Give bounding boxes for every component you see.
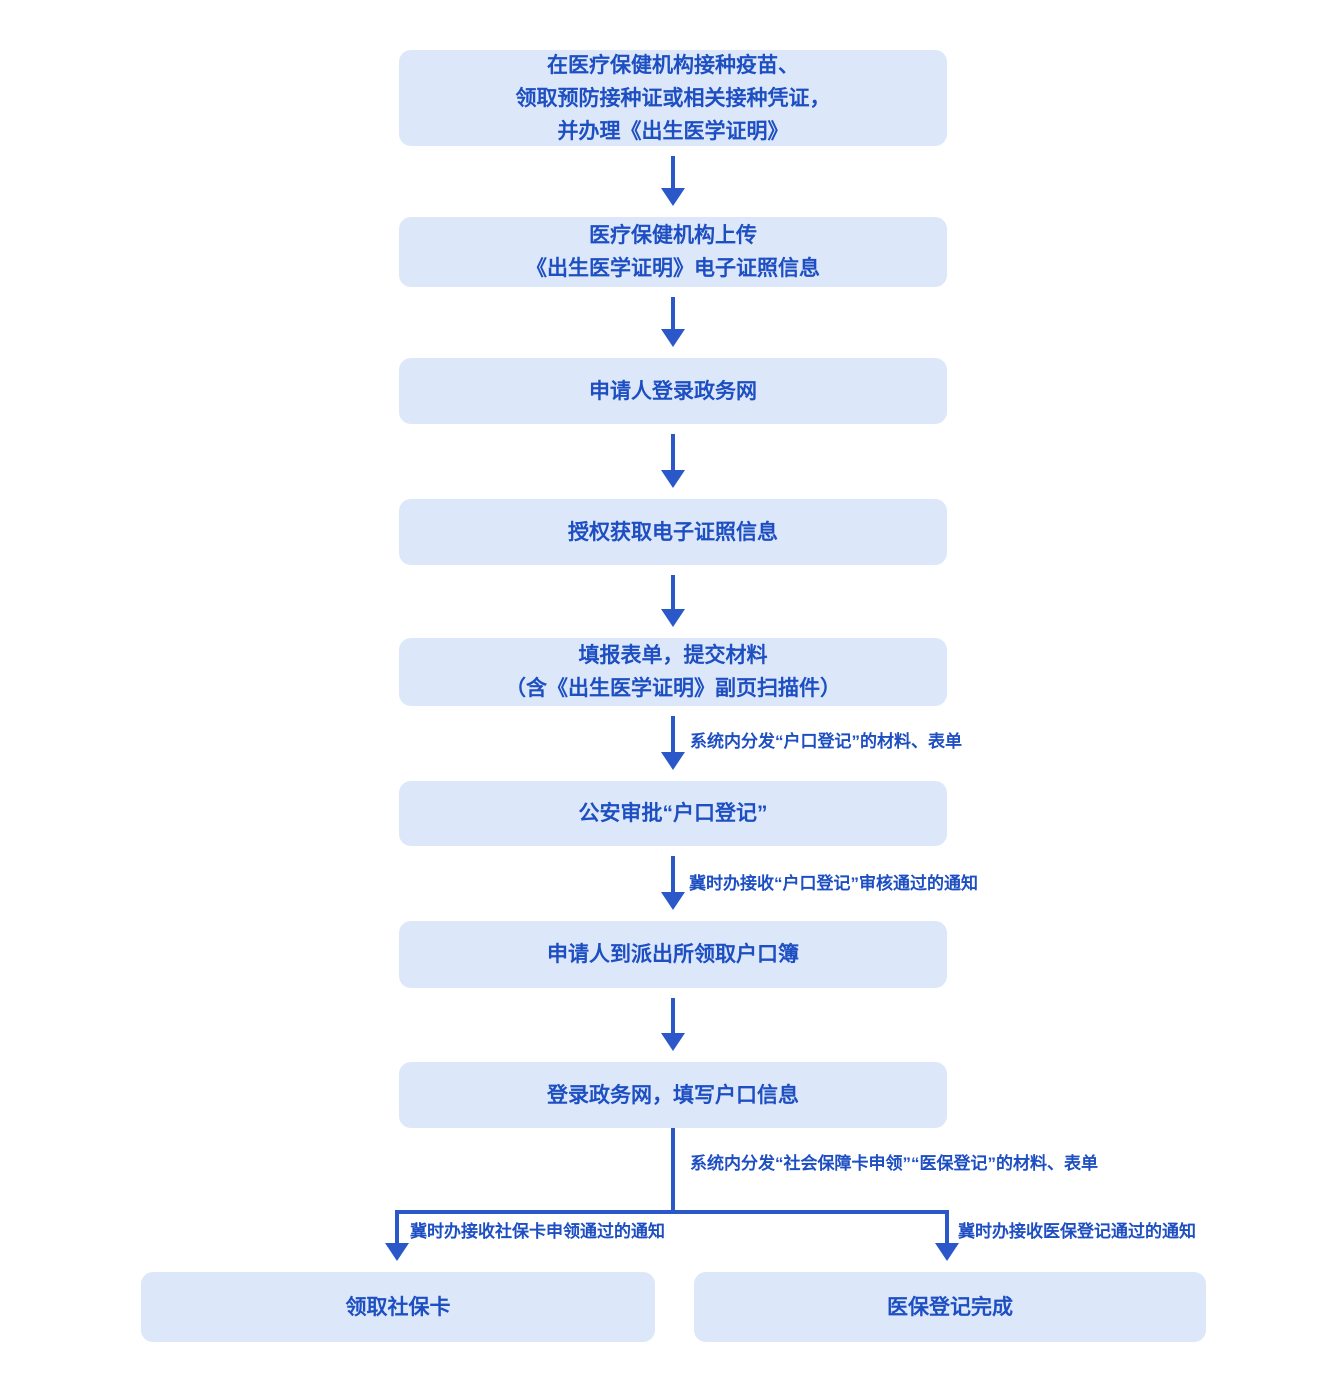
- edge-label-notify-hukou: 冀时办接收“户口登记”审核通过的通知: [689, 874, 978, 893]
- arrow-head: [661, 470, 685, 488]
- flow-node-fill-hukou-label: 登录政务网，填写户口信息: [547, 1083, 799, 1107]
- arrow-down-left-branch-icon: [385, 1212, 409, 1261]
- branch-stem-line: [671, 1128, 675, 1212]
- flow-node-upload: 医疗保健机构上传 《出生医学证明》电子证照信息: [399, 217, 947, 287]
- arrow-shaft: [671, 856, 675, 894]
- arrow-down-icon: [661, 998, 685, 1051]
- flow-node-login: 申请人登录政务网: [399, 358, 947, 424]
- flow-node-yibao-done: 医保登记完成: [694, 1272, 1206, 1342]
- flow-node-yibao-done-label: 医保登记完成: [887, 1295, 1013, 1319]
- arrow-shaft: [671, 434, 675, 472]
- edge-label-dispatch-card-yibao: 系统内分发“社会保障卡申领”“医保登记”的材料、表单: [690, 1154, 1098, 1173]
- arrow-shaft: [671, 156, 675, 190]
- arrow-shaft: [671, 297, 675, 331]
- flow-node-authorize-label: 授权获取电子证照信息: [568, 520, 778, 544]
- edge-label-notify-card: 冀时办接收社保卡申领通过的通知: [410, 1222, 665, 1241]
- flow-node-authorize: 授权获取电子证照信息: [399, 499, 947, 565]
- arrow-down-icon: [661, 856, 685, 910]
- branch-horizontal-line: [395, 1210, 949, 1214]
- arrow-head: [935, 1243, 959, 1261]
- arrow-down-right-branch-icon: [935, 1212, 959, 1261]
- arrow-head: [661, 609, 685, 627]
- arrow-shaft: [671, 716, 675, 754]
- flow-node-vaccinate-line3: 并办理《出生医学证明》: [557, 119, 789, 143]
- arrow-down-icon: [661, 297, 685, 347]
- edge-label-dispatch-hukou: 系统内分发“户口登记”的材料、表单: [690, 732, 962, 751]
- flow-node-collect-card: 领取社保卡: [141, 1272, 655, 1342]
- arrow-head: [661, 1033, 685, 1051]
- arrow-shaft: [395, 1212, 399, 1245]
- edge-label-notify-yibao: 冀时办接收医保登记通过的通知: [958, 1222, 1196, 1241]
- arrow-down-icon: [661, 434, 685, 488]
- flow-node-upload-line1: 医疗保健机构上传: [589, 224, 757, 247]
- flow-node-upload-line2: 《出生医学证明》电子证照信息: [526, 257, 820, 280]
- arrow-head: [661, 188, 685, 206]
- flow-node-collect-hukou-label: 申请人到派出所领取户口簿: [547, 943, 799, 966]
- arrow-shaft: [671, 575, 675, 611]
- arrow-down-icon: [661, 575, 685, 627]
- arrow-shaft: [671, 998, 675, 1035]
- flow-node-vaccinate-line1: 在医疗保健机构接种疫苗、: [547, 53, 799, 77]
- arrow-down-icon: [661, 716, 685, 770]
- flow-node-collect-card-label: 领取社保卡: [345, 1295, 451, 1319]
- arrow-shaft: [945, 1212, 949, 1245]
- flow-node-vaccinate-line2: 领取预防接种证或相关接种凭证，: [515, 86, 831, 110]
- flow-node-police-approve: 公安审批“户口登记”: [399, 781, 947, 846]
- arrow-head: [385, 1243, 409, 1261]
- flow-node-login-label: 申请人登录政务网: [589, 379, 757, 403]
- flow-node-police-approve-label: 公安审批“户口登记”: [578, 802, 768, 825]
- arrow-down-icon: [661, 156, 685, 206]
- flow-node-vaccinate: 在医疗保健机构接种疫苗、 领取预防接种证或相关接种凭证， 并办理《出生医学证明》: [399, 50, 947, 146]
- flow-node-submit-line2: （含《出生医学证明》副页扫描件）: [505, 677, 841, 700]
- flow-node-fill-hukou: 登录政务网，填写户口信息: [399, 1062, 947, 1128]
- flow-node-collect-hukou: 申请人到派出所领取户口簿: [399, 921, 947, 988]
- arrow-head: [661, 892, 685, 910]
- flow-node-submit-line1: 填报表单，提交材料: [578, 644, 768, 667]
- arrow-head: [661, 752, 685, 770]
- flow-node-submit: 填报表单，提交材料 （含《出生医学证明》副页扫描件）: [399, 638, 947, 706]
- arrow-head: [661, 329, 685, 347]
